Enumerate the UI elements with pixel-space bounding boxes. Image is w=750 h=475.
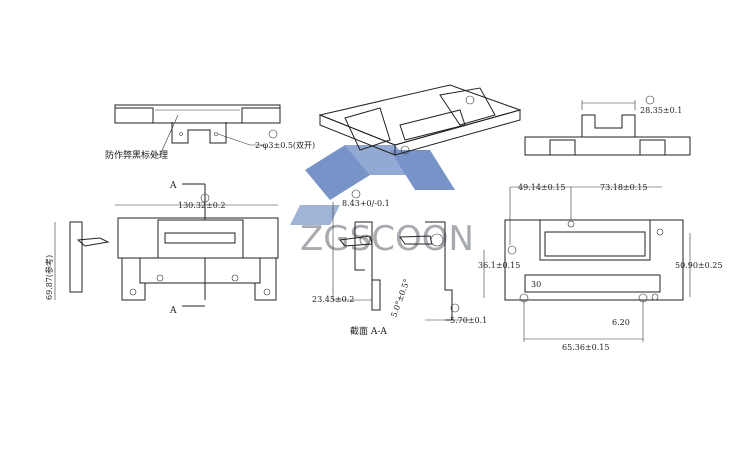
dim-small-offset: 6.20 — [612, 318, 630, 327]
dim-side-offset: 5.70±0.1 — [450, 316, 487, 325]
right-front-view — [483, 186, 691, 342]
dim-right-view-depth: 28.35±0.1 — [640, 106, 682, 115]
hole-callout: 2-φ3±0.5(双开) — [255, 141, 315, 150]
section-mark-a-top: A — [169, 181, 177, 191]
right-side-view — [524, 95, 691, 156]
dim-height-left: 69.87(参考) — [44, 255, 54, 300]
section-mark-a-bottom: A — [169, 306, 177, 316]
section-view — [332, 189, 470, 321]
dim-width-top: 130.32±0.2 — [178, 201, 225, 210]
dim-hole-right: 73.18±0.15 — [600, 183, 647, 192]
dim-section-offset: 8.43+0/-0.1 — [342, 199, 390, 208]
watermark-logo — [290, 145, 455, 225]
dim-hole-span: 65.36±0.15 — [562, 343, 609, 352]
dim-height-mid: 36.1±0.15 — [478, 261, 520, 270]
anti-cheat-note: 防作弊黑标处理 — [105, 149, 168, 161]
dim-radius: 30 — [531, 280, 541, 289]
dim-angle: 5.0°±0.5° — [389, 278, 411, 319]
dim-height-right: 50.90±0.25 — [675, 261, 722, 270]
top-side-view — [114, 104, 281, 156]
isometric-view — [318, 84, 522, 156]
section-title: 截面 A-A — [350, 325, 387, 337]
dim-section-height: 23.45±0.2 — [312, 295, 354, 304]
watermark-text: ZGSCOON — [300, 219, 474, 259]
front-view — [54, 183, 279, 307]
dim-hole-left: 49.14±0.15 — [518, 183, 565, 192]
